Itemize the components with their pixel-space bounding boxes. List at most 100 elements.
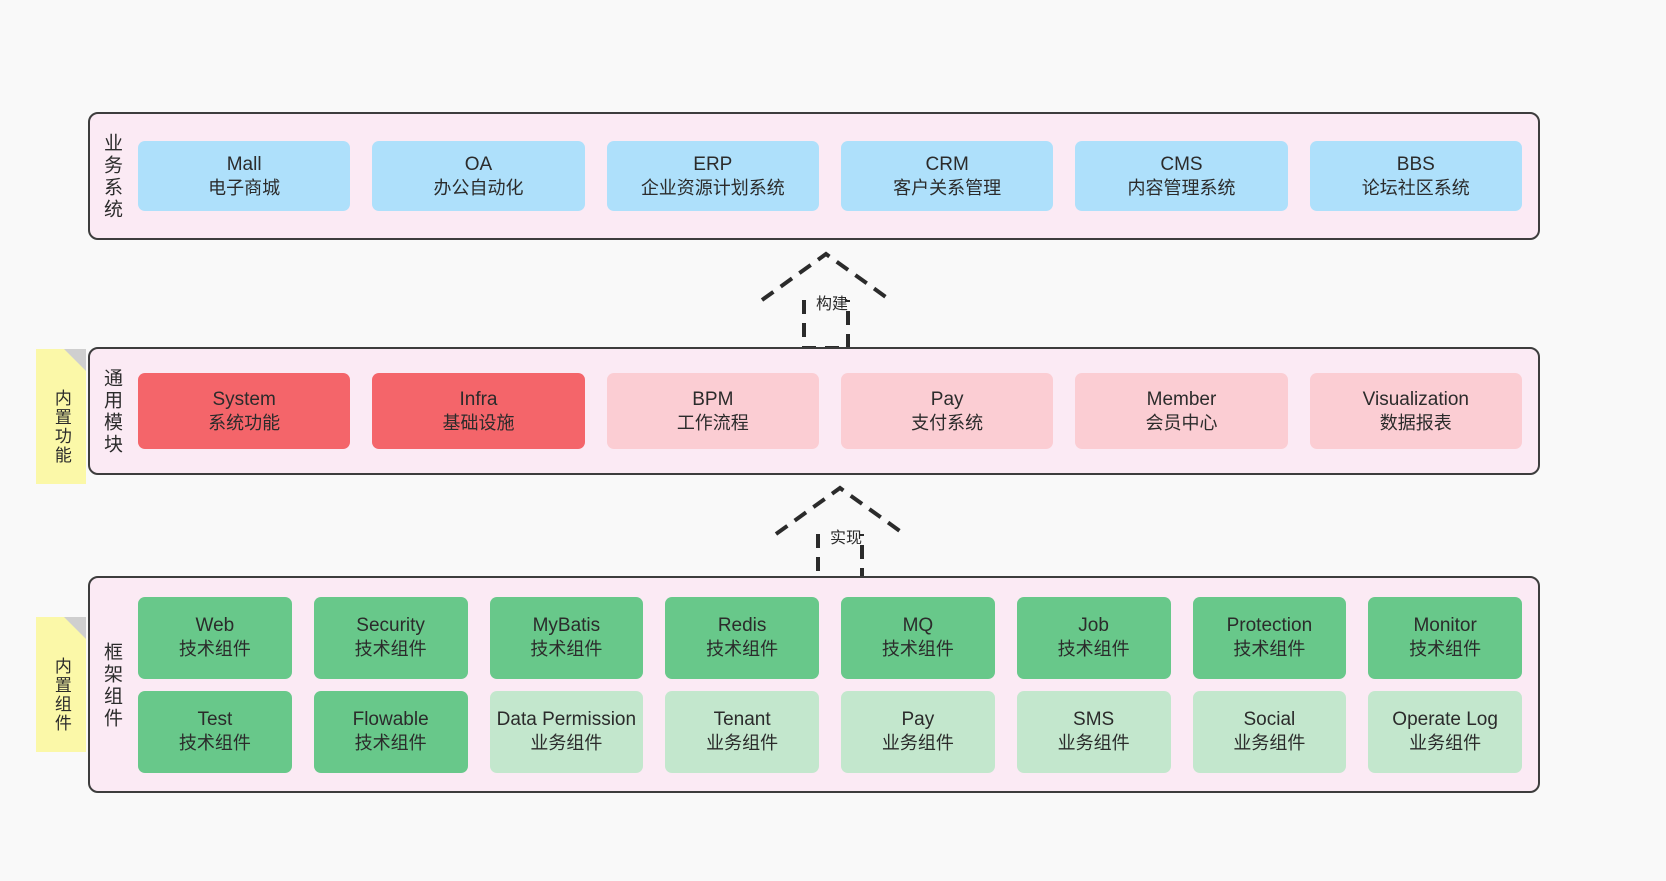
node-web[interactable]: Web 技术组件 <box>138 596 292 679</box>
node-infra[interactable]: Infra 基础设施 <box>372 373 585 449</box>
node-flowable[interactable]: Flowable 技术组件 <box>313 690 468 773</box>
node-data-permission[interactable]: Data Permission 业务组件 <box>489 690 644 773</box>
node-tenant-en: Tenant <box>713 709 771 731</box>
layer-body-framework: Web 技术组件 Security 技术组件 MyBatis 技术组件 Redi… <box>132 578 1538 791</box>
implement-arrowhead-icon <box>774 485 906 536</box>
node-test-en: Test <box>197 709 233 731</box>
node-security-cn: 技术组件 <box>354 639 427 660</box>
node-visualization-cn: 数据报表 <box>1379 412 1452 433</box>
node-pay-component-en: Pay <box>901 709 935 731</box>
node-job-en: Job <box>1078 615 1109 637</box>
node-crm[interactable]: CRM 客户关系管理 <box>840 141 1054 211</box>
node-pay-component[interactable]: Pay 业务组件 <box>841 690 995 773</box>
node-security[interactable]: Security 技术组件 <box>313 596 468 679</box>
framework-biz-row: Test 技术组件 Flowable 技术组件 Data Permission … <box>138 690 1522 773</box>
node-redis[interactable]: Redis 技术组件 <box>665 596 819 679</box>
node-social-en: Social <box>1243 709 1296 731</box>
sticky-fold-icon <box>64 349 86 371</box>
node-infra-en: Infra <box>459 388 498 410</box>
node-infra-cn: 基础设施 <box>442 412 515 433</box>
layer-body-common: System 系统功能 Infra 基础设施 BPM 工作流程 Pay 支付系统… <box>132 349 1538 473</box>
node-tenant[interactable]: Tenant 业务组件 <box>665 690 819 773</box>
connector-build: 构建 <box>744 251 924 352</box>
node-monitor[interactable]: Monitor 技术组件 <box>1368 596 1522 679</box>
connector-build-label: 构建 <box>816 296 849 313</box>
node-flowable-cn: 技术组件 <box>354 733 427 754</box>
connector-implement: 实现 <box>758 485 938 586</box>
node-monitor-en: Monitor <box>1413 615 1477 637</box>
node-member-en: Member <box>1146 388 1217 410</box>
node-crm-en: CRM <box>925 153 969 175</box>
node-mq[interactable]: MQ 技术组件 <box>841 596 995 679</box>
node-job-cn: 技术组件 <box>1057 639 1130 660</box>
node-data-permission-en: Data Permission <box>496 709 637 731</box>
node-pay-module[interactable]: Pay 支付系统 <box>840 373 1054 449</box>
node-pay-module-cn: 支付系统 <box>911 412 984 433</box>
layer-common-modules: 通用模块 System 系统功能 Infra 基础设施 BPM 工作流程 Pay… <box>88 347 1540 475</box>
node-bpm[interactable]: BPM 工作流程 <box>606 373 819 449</box>
node-protection[interactable]: Protection 技术组件 <box>1192 596 1347 679</box>
node-social[interactable]: Social 业务组件 <box>1192 690 1347 773</box>
node-tenant-cn: 业务组件 <box>706 733 779 754</box>
node-social-cn: 业务组件 <box>1233 733 1306 754</box>
node-crm-cn: 客户关系管理 <box>893 177 1002 198</box>
layer-title-business: 业务系统 <box>100 133 122 221</box>
node-operate-log[interactable]: Operate Log 业务组件 <box>1368 690 1522 773</box>
sticky-note-builtin-features-label: 内置功能 <box>51 388 71 465</box>
node-security-en: Security <box>356 615 425 637</box>
node-bpm-en: BPM <box>692 388 734 410</box>
sticky-note-builtin-components-label: 内置组件 <box>51 656 71 733</box>
node-redis-en: Redis <box>717 615 767 637</box>
node-mybatis-en: MyBatis <box>532 615 601 637</box>
node-protection-cn: 技术组件 <box>1233 639 1306 660</box>
node-test-cn: 技术组件 <box>178 733 251 754</box>
layer-framework-components: 框架组件 Web 技术组件 Security 技术组件 MyBatis 技术组件… <box>88 576 1540 793</box>
sticky-note-builtin-components: 内置组件 <box>36 617 86 752</box>
node-bbs-en: BBS <box>1396 153 1435 175</box>
node-erp-cn: 企业资源计划系统 <box>640 177 785 198</box>
node-mybatis[interactable]: MyBatis 技术组件 <box>489 596 644 679</box>
node-cms-cn: 内容管理系统 <box>1127 177 1236 198</box>
node-erp-en: ERP <box>693 153 733 175</box>
common-node-row: System 系统功能 Infra 基础设施 BPM 工作流程 Pay 支付系统… <box>138 373 1522 449</box>
node-erp[interactable]: ERP 企业资源计划系统 <box>606 141 819 211</box>
node-protection-en: Protection <box>1226 615 1313 637</box>
node-mall-cn: 电子商城 <box>208 177 281 198</box>
framework-tech-row: Web 技术组件 Security 技术组件 MyBatis 技术组件 Redi… <box>138 596 1522 679</box>
node-visualization[interactable]: Visualization 数据报表 <box>1309 373 1522 449</box>
node-mall[interactable]: Mall 电子商城 <box>138 141 351 211</box>
node-operate-log-en: Operate Log <box>1392 709 1498 731</box>
node-member-cn: 会员中心 <box>1145 412 1218 433</box>
layer-title-framework: 框架组件 <box>100 641 122 730</box>
node-cms[interactable]: CMS 内容管理系统 <box>1075 141 1288 211</box>
node-mybatis-cn: 技术组件 <box>530 639 603 660</box>
node-oa-en: OA <box>464 153 493 175</box>
node-visualization-en: Visualization <box>1362 388 1469 410</box>
node-member[interactable]: Member 会员中心 <box>1075 373 1288 449</box>
node-sms[interactable]: SMS 业务组件 <box>1016 690 1171 773</box>
node-system-en: System <box>212 388 276 410</box>
layer-business-systems: 业务系统 Mall 电子商城 OA 办公自动化 ERP 企业资源计划系统 CRM… <box>88 112 1540 240</box>
connector-implement-label: 实现 <box>830 530 863 547</box>
sticky-fold-icon <box>64 617 86 639</box>
node-mall-en: Mall <box>226 153 262 175</box>
node-system[interactable]: System 系统功能 <box>138 373 351 449</box>
node-job[interactable]: Job 技术组件 <box>1016 596 1171 679</box>
node-bpm-cn: 工作流程 <box>676 412 749 433</box>
node-pay-component-cn: 业务组件 <box>881 733 954 754</box>
node-flowable-en: Flowable <box>352 709 429 731</box>
node-mq-en: MQ <box>902 615 934 637</box>
node-bbs-cn: 论坛社区系统 <box>1361 177 1470 198</box>
node-test[interactable]: Test 技术组件 <box>138 690 292 773</box>
sticky-note-builtin-features: 内置功能 <box>36 349 86 484</box>
node-web-en: Web <box>195 615 235 637</box>
node-oa[interactable]: OA 办公自动化 <box>372 141 585 211</box>
node-pay-module-en: Pay <box>930 388 964 410</box>
node-sms-cn: 业务组件 <box>1057 733 1130 754</box>
node-web-cn: 技术组件 <box>178 639 251 660</box>
layer-body-business: Mall 电子商城 OA 办公自动化 ERP 企业资源计划系统 CRM 客户关系… <box>132 114 1538 238</box>
node-mq-cn: 技术组件 <box>881 639 954 660</box>
build-arrowhead-icon <box>760 251 892 302</box>
node-bbs[interactable]: BBS 论坛社区系统 <box>1309 141 1522 211</box>
